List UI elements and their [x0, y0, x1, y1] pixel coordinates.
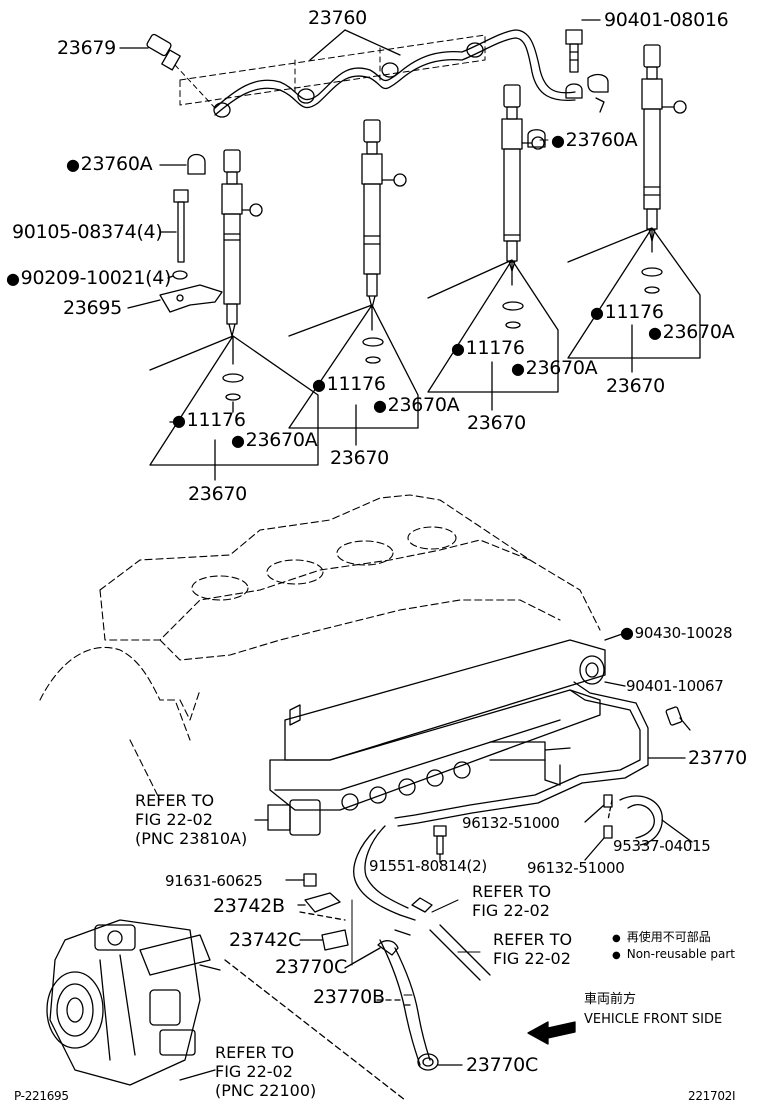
label-11176-c: 11176	[451, 338, 525, 359]
label-96132-a: 96132-51000	[462, 814, 560, 832]
label-11176-a: 11176	[172, 410, 246, 431]
label-23760A-right: 23760A	[551, 130, 638, 151]
label-23670A-b: 23670A	[373, 395, 460, 416]
bullet-icon: ●	[612, 950, 621, 961]
return-pipe-23770	[394, 681, 686, 827]
label-23770C-a: 23770C	[275, 956, 347, 978]
label-23742C: 23742C	[229, 929, 301, 951]
hose-95337	[584, 794, 693, 861]
bolt-90401-08016	[565, 19, 609, 113]
legend-jp-text: 再使用不可部品	[626, 930, 711, 944]
front-jp: 車両前方	[584, 992, 637, 1007]
bullet-icon: ●	[612, 933, 621, 944]
label-23670-b: 23670	[330, 447, 389, 469]
injector-1	[221, 149, 263, 337]
bolt-90105	[159, 189, 189, 263]
common-rail	[254, 639, 606, 836]
label-91551: 91551-80814(2)	[369, 857, 487, 875]
label-95337: 95337-04015	[613, 837, 711, 855]
label-91631: 91631-60625	[165, 872, 263, 890]
label-23770C-b: 23770C	[466, 1054, 538, 1076]
label-11176-d: 11176	[590, 302, 664, 323]
label-23670A-a: 23670A	[231, 430, 318, 451]
ref-hose-b[interactable]: REFER TO FIG 22-02	[493, 930, 573, 968]
label-23670A-d: 23670A	[648, 322, 735, 343]
seal-group-4	[567, 227, 701, 373]
injector-3	[501, 84, 545, 272]
label-23670A-c: 23670A	[511, 358, 598, 379]
label-90209: 90209-10021(4)	[6, 268, 172, 289]
ref-common-rail[interactable]: REFER TO FIG 22-02 (PNC 23810A)	[135, 791, 248, 848]
label-23670-a: 23670	[188, 483, 247, 505]
supply-pump	[46, 919, 406, 1101]
ref-supply-pump[interactable]: REFER TO FIG 22-02 (PNC 22100)	[215, 1043, 317, 1100]
clip-23760A-right	[527, 129, 546, 148]
label-23670-d: 23670	[606, 375, 665, 397]
clip-23760A-left	[159, 153, 206, 175]
engine-head-outline	[39, 494, 601, 801]
label-23670-c: 23670	[467, 412, 526, 434]
leak-off-pipe	[179, 29, 576, 118]
legend-en: ● Non-reusable part	[612, 947, 735, 963]
legend-jp: ● 再使用不可部品	[612, 930, 711, 946]
label-90430: 90430-10028	[620, 625, 733, 641]
label-23760A-left: 23760A	[66, 154, 153, 175]
figure-code-left: P-221695	[14, 1089, 69, 1103]
label-23770B: 23770B	[313, 986, 385, 1008]
clamp-23695	[127, 284, 223, 313]
banjo-bolt-23679	[119, 33, 216, 109]
legend-en-text: Non-reusable part	[626, 947, 736, 961]
figure-code-right: 221702I	[688, 1089, 736, 1103]
leader-lines	[351, 139, 549, 996]
label-23742B: 23742B	[213, 895, 285, 917]
label-23695: 23695	[63, 297, 122, 319]
label-23770: 23770	[688, 747, 747, 769]
seal-group-1	[149, 335, 319, 481]
front-en: VEHICLE FRONT SIDE	[584, 1012, 723, 1027]
injector-2	[361, 119, 407, 309]
ref-hose-a[interactable]: REFER TO FIG 22-02	[472, 882, 552, 920]
label-90401-10067: 90401-10067	[626, 677, 724, 695]
label-90401-08016: 90401-08016	[604, 9, 729, 31]
label-23760: 23760	[308, 7, 367, 29]
fuel-supply-pipes	[353, 825, 491, 1066]
label-96132-b: 96132-51000	[527, 859, 625, 877]
bolt-91551	[433, 825, 447, 863]
label-11176-b: 11176	[312, 374, 386, 395]
clamp-23770C-bottom	[404, 1004, 463, 1071]
bracket-parts	[285, 873, 399, 969]
label-90105: 90105-08374(4)	[12, 221, 163, 243]
injector-4	[641, 44, 687, 242]
label-23679: 23679	[57, 37, 116, 59]
seal-group-3	[427, 259, 559, 411]
front-arrow	[527, 1021, 576, 1045]
